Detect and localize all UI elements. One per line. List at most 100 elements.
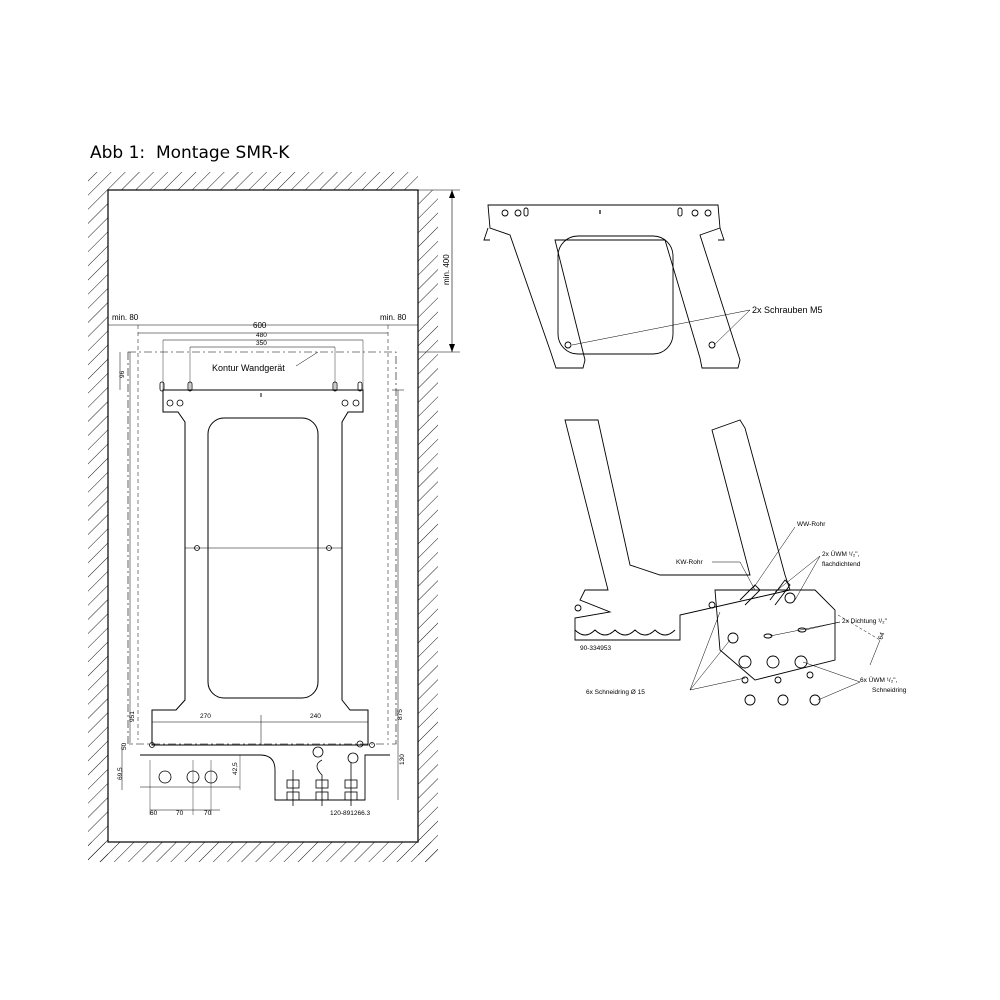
slot-hole: [187, 381, 193, 392]
leaders: [689, 526, 881, 701]
label-kw-rohr: KW-Rohr: [676, 559, 703, 566]
mount-hole: [166, 399, 174, 407]
nut-icon: [794, 655, 808, 669]
screw-icon: [326, 545, 332, 551]
label-schneidring: 6x Schneidring Ø 15: [586, 689, 645, 696]
label-kontur: Kontur Wandgerät: [212, 363, 285, 373]
part-number-front: 120-891266.3: [330, 810, 371, 817]
schneidring-icon: [741, 676, 749, 684]
dim-70-a: 70: [176, 810, 184, 817]
dim-270: 270: [200, 713, 211, 720]
dim-42-5: 42,5: [232, 762, 239, 775]
nut-icon: [784, 592, 796, 604]
dim-line: [869, 639, 881, 666]
slot-hole: [332, 381, 338, 392]
wall-hatch-top: [108, 172, 418, 190]
wall-hatch-bottom: [88, 842, 438, 862]
leader-line: [774, 555, 821, 593]
bracket-edge: [574, 629, 676, 636]
pipe-hole: [158, 770, 172, 784]
mount-hole: [356, 740, 364, 748]
leader-line: [689, 639, 731, 691]
mount-hole: [176, 399, 184, 407]
lower-bracket-plate: [564, 419, 791, 641]
label-schrauben: 2x Schrauben M5: [752, 305, 823, 315]
leader-line: [689, 677, 746, 691]
dim-600: 600: [253, 321, 267, 330]
dichtung-icon: [763, 633, 773, 639]
dim-130: 130: [399, 754, 406, 765]
leader-line: [817, 681, 861, 701]
schneidring-icon: [806, 671, 814, 679]
dim-arrow: [449, 190, 455, 198]
leader-line: [751, 526, 796, 591]
iso-lower-bracket: [564, 419, 836, 706]
label-uwm-flach-1: 2x ÜWM ¹/₂",: [822, 550, 860, 558]
dim-70-b: 70: [204, 810, 212, 817]
dim-875: 875: [397, 709, 404, 720]
dim-64: 64: [877, 631, 886, 641]
mount-hole: [574, 604, 582, 612]
dim-69-5: 69,5: [117, 767, 124, 780]
label-min80-right: min. 80: [380, 313, 407, 322]
mount-hole: [501, 209, 509, 217]
leader-line: [689, 611, 721, 691]
niche-outline: [107, 189, 419, 843]
nut-icon: [312, 746, 324, 758]
bracket-plate: [487, 204, 741, 369]
nut-icon: [727, 632, 739, 644]
iso-top-bracket: [483, 204, 741, 369]
part-number-iso: 90-334953: [580, 645, 611, 652]
leader-line: [713, 309, 751, 346]
front-view: [88, 172, 460, 862]
leader-line: [769, 621, 841, 637]
mount-hole: [369, 742, 375, 748]
dim-240: 240: [310, 713, 321, 720]
screw-icon: [708, 341, 716, 349]
figure-title: Abb 1: Montage SMR-K: [90, 143, 290, 163]
label-min80-left: min. 80: [112, 313, 139, 322]
dim-50: 50: [121, 742, 128, 750]
dim-arrow: [449, 344, 455, 352]
slot-hole: [677, 207, 683, 217]
mount-hole: [691, 209, 699, 217]
slot-hole: [523, 207, 529, 217]
leader-line: [794, 555, 821, 601]
label-dichtung: 2x Dichtung ¹/₂": [842, 618, 888, 625]
dim-480: 480: [256, 332, 267, 339]
wall-hatch-left: [88, 172, 108, 862]
mount-hole: [514, 209, 522, 217]
label-ww-rohr: WW-Rohr: [797, 521, 826, 528]
label-uwm-schneid-1: 6x ÜWM ¹/₂",: [860, 676, 898, 684]
mount-hole: [341, 399, 349, 407]
dim-60: 60: [150, 810, 158, 817]
bracket-tab: [718, 227, 725, 241]
leader-line: [295, 351, 319, 367]
nut-icon: [766, 655, 780, 669]
mount-hole: [704, 209, 712, 217]
mount-hole: [708, 601, 716, 609]
plate-cutout: [207, 417, 319, 699]
mounting-plate: [151, 389, 369, 746]
wall-hatch-right: [418, 190, 438, 862]
leader-line: [571, 309, 751, 346]
nut-icon: [738, 655, 752, 669]
slot-hole: [357, 381, 363, 392]
label-uwm-schneid-2: Schneidring: [872, 687, 907, 694]
fitting-group: [286, 740, 364, 806]
slot-hole: [159, 381, 165, 392]
wall-unit-contour: [127, 351, 397, 745]
mount-hole: [352, 399, 360, 407]
label-uwm-flach-2: flachdichtend: [822, 561, 861, 568]
nut-icon: [777, 694, 789, 706]
dim-951: 951: [129, 711, 136, 722]
bracket-cutout: [557, 235, 674, 355]
nut-icon: [809, 694, 821, 706]
valve-body: [714, 589, 836, 681]
pipe-icon: [316, 759, 323, 806]
dim-96: 96: [119, 370, 126, 378]
nut-icon: [744, 694, 756, 706]
leader-line: [712, 561, 756, 591]
mount-hole: [149, 742, 155, 748]
